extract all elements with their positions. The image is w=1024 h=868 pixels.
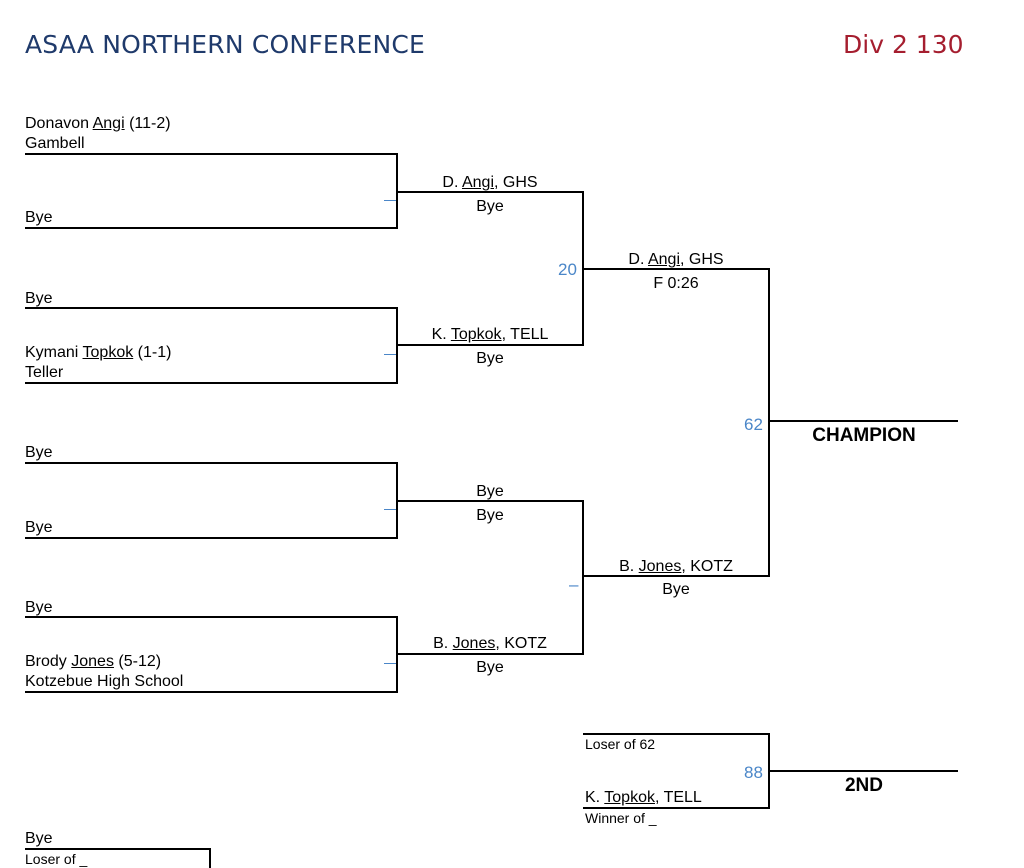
bracket-connector [768, 268, 770, 577]
bout-number-placeholder: – [569, 575, 579, 594]
bracket-line [583, 268, 770, 270]
winner-last-name: Angi [461, 174, 495, 191]
match-winner[interactable]: D. Angi, GHS [583, 250, 769, 269]
bracket-line [25, 382, 397, 384]
bracket-connector [209, 848, 211, 868]
bracket-line [397, 653, 583, 655]
winner-initial: K. [431, 326, 447, 343]
winner-initial: D. [628, 251, 645, 268]
match-result: F 0:26 [653, 275, 699, 292]
bout-number: 88 [744, 763, 763, 782]
entrant-angi[interactable]: Donavon Angi (11-2) [25, 114, 171, 133]
match-result: Bye [476, 350, 504, 367]
winner-team: , GHS [680, 251, 724, 268]
bracket-line [25, 616, 397, 618]
winner-team: , TELL [501, 326, 549, 343]
match-winner[interactable]: K. Topkok, TELL [397, 325, 583, 344]
entrant-first-name: Donavon [25, 115, 90, 132]
entrant-initial: K. [585, 789, 601, 806]
bout-number-placeholder [384, 200, 396, 201]
conference-title: ASAA NORTHERN CONFERENCE [25, 30, 426, 59]
second-place-entrant[interactable]: K. Topkok, TELL [585, 788, 702, 807]
entrant-last-name: Topkok [604, 789, 655, 806]
entrant-bye: Bye [25, 209, 53, 226]
entrant-last-name: Jones [71, 653, 114, 670]
winner-team: , KOTZ [495, 635, 547, 652]
second-place-label: 2ND [844, 775, 883, 796]
bracket-line [583, 807, 770, 809]
entrant-bye: Bye [25, 599, 53, 616]
bracket-connector [582, 500, 584, 655]
bout-number: 20 [558, 260, 577, 279]
bracket-line [25, 227, 397, 229]
bout-number-placeholder [384, 509, 396, 510]
bracket-line [25, 537, 397, 539]
loser-of-label: Loser of 62 [585, 736, 656, 752]
entrant-jones[interactable]: Brody Jones (5-12) [25, 652, 161, 671]
winner-last-name: Jones [638, 558, 682, 575]
bracket-line [25, 462, 397, 464]
match-winner[interactable]: D. Angi, GHS [397, 173, 583, 192]
match-result: Bye [476, 507, 504, 524]
bracket-line [25, 153, 397, 155]
match-winner[interactable]: B. Jones, KOTZ [583, 557, 769, 576]
winner-last-name: Jones [452, 635, 496, 652]
winner-last-name: Angi [647, 251, 681, 268]
winner-team: , KOTZ [681, 558, 733, 575]
division-label: Div 2 130 [843, 30, 964, 59]
entrant-first-name: Brody [25, 653, 67, 670]
entrant-team: Gambell [25, 135, 85, 152]
entrant-team: Kotzebue High School [25, 673, 184, 690]
entrant-record: (1-1) [137, 344, 172, 361]
match-winner[interactable]: B. Jones, KOTZ [397, 634, 583, 653]
entrant-record: (11-2) [129, 115, 171, 132]
bracket-line [397, 344, 583, 346]
entrant-last-name: Angi [92, 115, 125, 132]
bracket-line [583, 575, 770, 577]
entrant-last-name: Topkok [82, 344, 134, 361]
winner-team: , GHS [494, 174, 538, 191]
bracket-line [397, 500, 583, 502]
bracket-line [769, 770, 958, 772]
entrant-bye: Bye [25, 830, 53, 847]
match-result: Bye [476, 198, 504, 215]
match-result: Bye [476, 659, 504, 676]
bout-number-placeholder [384, 354, 396, 355]
winner-last-name: Topkok [450, 326, 502, 343]
bracket-line [25, 848, 211, 850]
winner-initial: D. [442, 174, 459, 191]
champion-label: CHAMPION [812, 425, 916, 446]
bracket-line [769, 420, 958, 422]
entrant-first-name: Kymani [25, 344, 79, 361]
entrant-topkok[interactable]: Kymani Topkok (1-1) [25, 343, 171, 362]
entrant-bye: Bye [25, 444, 53, 461]
entrant-record: (5-12) [118, 653, 162, 670]
match-winner: Bye [476, 483, 504, 500]
winner-initial: B. [619, 558, 635, 575]
bracket-line [25, 307, 397, 309]
bout-number-placeholder [384, 663, 396, 664]
bracket-line [397, 191, 583, 193]
match-result: Bye [662, 581, 690, 598]
entrant-team: Teller [25, 364, 64, 381]
winner-initial: B. [433, 635, 449, 652]
entrant-bye: Bye [25, 519, 53, 536]
entrant-bye: Bye [25, 290, 53, 307]
winner-of-label: Winner of _ [585, 810, 657, 826]
entrant-team: , TELL [654, 789, 702, 806]
bout-number: 62 [744, 415, 763, 434]
loser-of-label: Loser of _ [25, 851, 88, 867]
bracket-line [25, 691, 397, 693]
bracket-line [583, 733, 770, 735]
